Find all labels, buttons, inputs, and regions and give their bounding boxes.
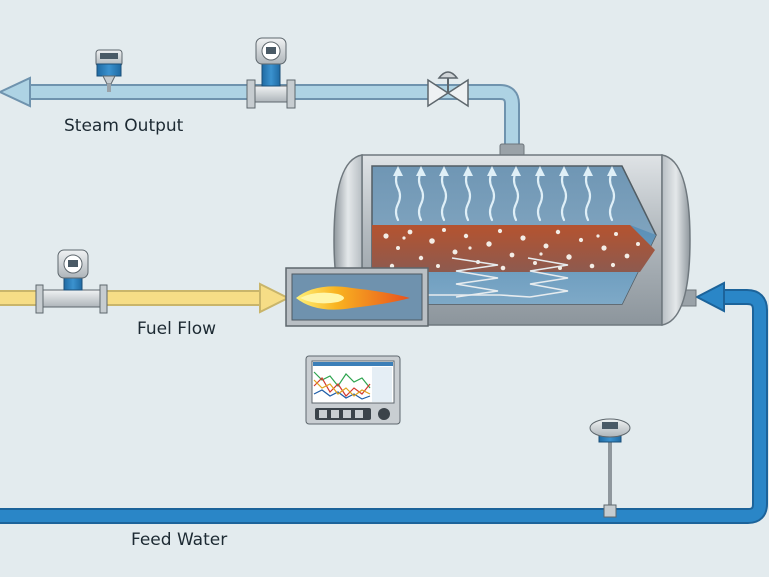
fuel-arrow-icon — [259, 282, 291, 314]
flame-icon — [296, 286, 410, 310]
heating-coil — [425, 257, 569, 298]
burner-firebox — [285, 267, 429, 327]
boiler-vessel — [333, 154, 691, 326]
feed-water-pipe — [0, 281, 768, 524]
steam-wisps — [394, 170, 616, 222]
flowmeter-icon[interactable] — [35, 249, 108, 314]
fuel-flow-label: Fuel Flow — [137, 319, 217, 339]
steam-bubbles — [383, 228, 640, 271]
valve-icon[interactable] — [427, 71, 469, 108]
water-arrow-icon — [694, 281, 725, 313]
steam-output-pipe — [0, 76, 525, 157]
temperature-sensor-icon[interactable] — [589, 418, 631, 518]
feed-water-label: Feed Water — [131, 530, 228, 550]
boiling-layer — [372, 225, 655, 272]
steam-arrowheads — [393, 166, 617, 176]
steam-output-label: Steam Output — [64, 116, 184, 136]
steam-arrow-icon — [0, 76, 31, 108]
pressure-transmitter-icon[interactable] — [95, 49, 123, 92]
data-recorder-icon[interactable] — [305, 355, 401, 425]
flowmeter-icon[interactable] — [246, 37, 296, 109]
